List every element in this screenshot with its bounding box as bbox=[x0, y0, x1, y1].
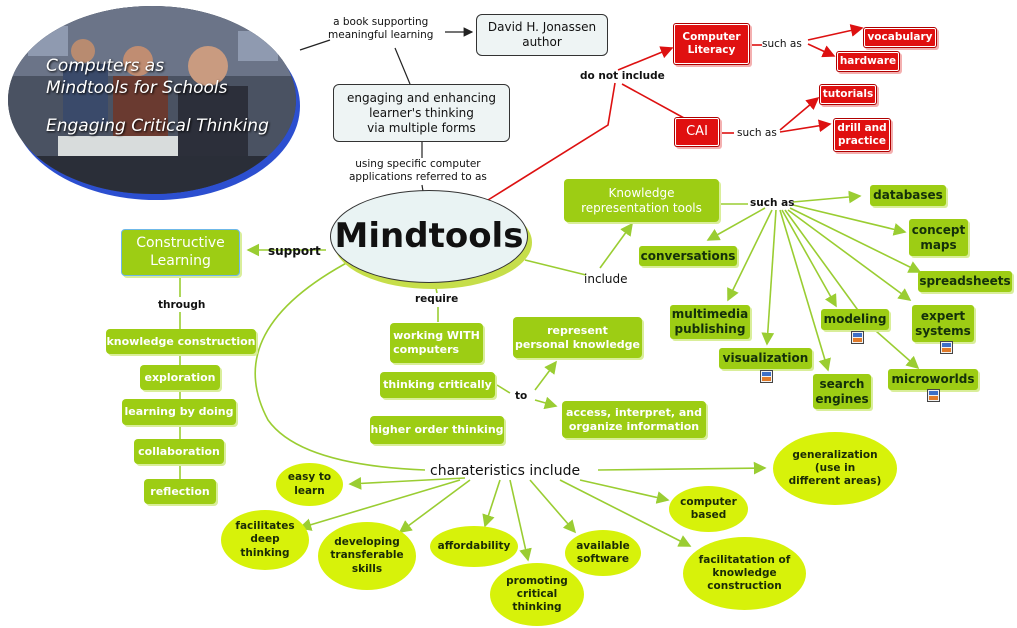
engaging-node[interactable]: engaging and enhancing learner's thinkin… bbox=[333, 84, 510, 142]
classroom-photo: Computers as Mindtools for Schools Engag… bbox=[8, 6, 296, 194]
classroom-photo-illustration bbox=[8, 6, 296, 194]
such-as-label-1: such as bbox=[762, 38, 802, 50]
require-label: require bbox=[415, 293, 459, 305]
to-label: to bbox=[515, 390, 528, 402]
through-item-knowledge-construction[interactable]: knowledge construction bbox=[106, 329, 256, 354]
to-item-access-interpret[interactable]: access, interpret, and organize informat… bbox=[562, 401, 706, 438]
tool-search-engines[interactable]: search engines bbox=[813, 374, 871, 409]
tool-databases[interactable]: databases bbox=[870, 185, 946, 206]
central-node-mindtools[interactable]: Mindtools bbox=[330, 190, 528, 283]
tool-conversations[interactable]: conversations bbox=[639, 246, 737, 266]
through-item-learning-by-doing[interactable]: learning by doing bbox=[122, 399, 236, 425]
tool-visualization[interactable]: visualization bbox=[719, 348, 812, 369]
char-promoting-critical-thinking[interactable]: promoting critical thinking bbox=[490, 563, 584, 626]
tool-expert-systems[interactable]: expert systems bbox=[912, 305, 974, 342]
characteristics-label: charateristics include bbox=[430, 463, 581, 479]
hardware-node[interactable]: hardware bbox=[837, 52, 899, 71]
tool-microworlds[interactable]: microworlds bbox=[888, 369, 978, 390]
do-not-include-label: do not include bbox=[580, 70, 665, 82]
using-label: using specific computer applications ref… bbox=[349, 158, 487, 183]
require-item-higher-order-thinking[interactable]: higher order thinking bbox=[370, 416, 504, 444]
through-label: through bbox=[158, 299, 206, 311]
require-item-thinking-critically[interactable]: thinking critically bbox=[380, 372, 495, 398]
char-transferable-skills[interactable]: developing transferable skills bbox=[318, 522, 416, 590]
through-item-collaboration[interactable]: collaboration bbox=[134, 439, 224, 464]
vocabulary-node[interactable]: vocabulary bbox=[864, 28, 936, 47]
require-item-working-with-computers[interactable]: working WITH computers bbox=[390, 323, 483, 363]
tool-concept-maps[interactable]: concept maps bbox=[909, 219, 968, 256]
char-easy-to-learn[interactable]: easy to learn bbox=[276, 463, 343, 506]
to-item-represent-knowledge[interactable]: represent personal knowledge bbox=[513, 317, 642, 358]
char-computer-based[interactable]: computer based bbox=[669, 486, 748, 532]
book-label: a book supporting meaningful learning bbox=[328, 16, 434, 41]
author-node[interactable]: David H. Jonassen author bbox=[476, 14, 608, 56]
such-as-label-2: such as bbox=[737, 127, 777, 139]
char-facilitation-knowledge-construction[interactable]: facilitatation of knowledge construction bbox=[683, 537, 806, 610]
tool-multimedia-publishing[interactable]: multimedia publishing bbox=[670, 305, 750, 339]
through-item-reflection[interactable]: reflection bbox=[144, 479, 216, 504]
html-document-icon[interactable] bbox=[851, 331, 864, 344]
include-label: include bbox=[584, 272, 628, 286]
char-generalization[interactable]: generalization (use in different areas) bbox=[773, 432, 897, 505]
html-document-icon[interactable] bbox=[940, 341, 953, 354]
photo-title-line1: Computers as bbox=[46, 56, 165, 76]
cai-node[interactable]: CAI bbox=[675, 118, 719, 146]
knowledge-representation-tools-node[interactable]: Knowledge representation tools bbox=[564, 179, 719, 222]
char-affordability[interactable]: affordability bbox=[430, 526, 518, 567]
drill-practice-node[interactable]: drill and practice bbox=[834, 119, 890, 151]
html-document-icon[interactable] bbox=[760, 370, 773, 383]
tutorials-node[interactable]: tutorials bbox=[820, 85, 876, 104]
tool-modeling[interactable]: modeling bbox=[821, 309, 889, 330]
computer-literacy-node[interactable]: Computer Literacy bbox=[674, 24, 749, 64]
photo-title-line2: Mindtools for Schools bbox=[46, 78, 228, 98]
char-available-software[interactable]: available software bbox=[565, 530, 641, 576]
constructive-learning-node[interactable]: Constructive Learning bbox=[121, 229, 240, 276]
through-item-exploration[interactable]: exploration bbox=[140, 365, 220, 390]
photo-subtitle: Engaging Critical Thinking bbox=[46, 116, 269, 136]
tool-spreadsheets[interactable]: spreadsheets bbox=[918, 271, 1012, 292]
such-as-label-3: such as bbox=[750, 197, 795, 209]
support-label: support bbox=[268, 244, 321, 258]
char-facilitates-deep-thinking[interactable]: facilitates deep thinking bbox=[221, 510, 309, 570]
html-document-icon[interactable] bbox=[927, 389, 940, 402]
